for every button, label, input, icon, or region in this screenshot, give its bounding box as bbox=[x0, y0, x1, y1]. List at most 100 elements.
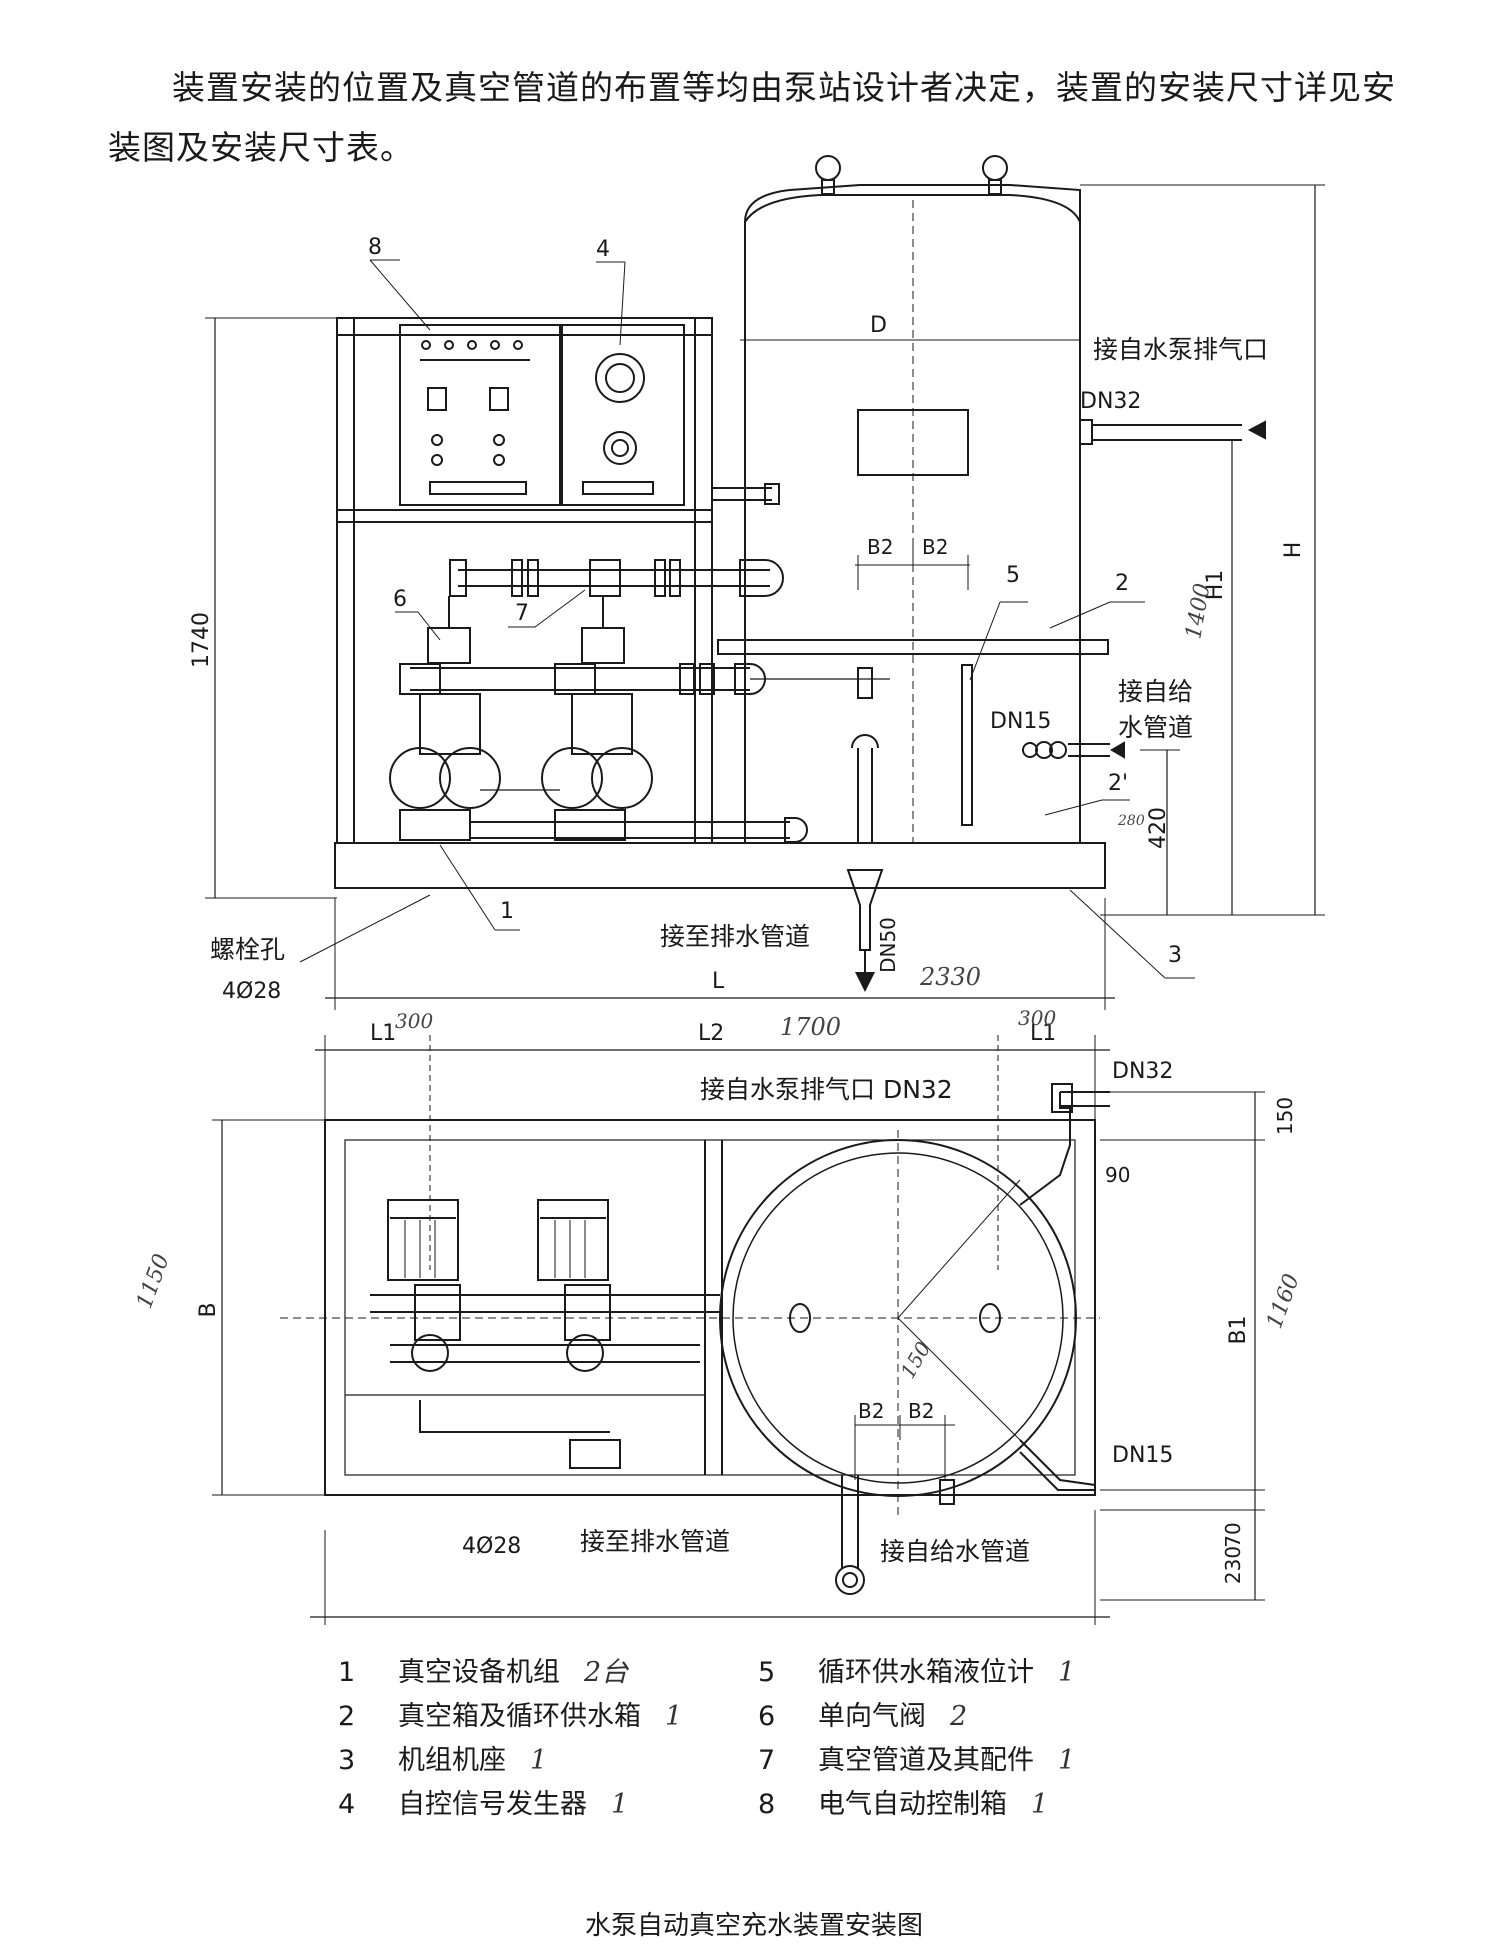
plan-pump-exhaust-label: 接自水泵排气口 DN32 bbox=[700, 1075, 953, 1104]
legend-qty: 1 bbox=[530, 1745, 548, 1776]
handwritten-300-right: 300 bbox=[1018, 1006, 1056, 1030]
dim-L: L bbox=[712, 969, 725, 994]
dn15-label: DN15 bbox=[990, 709, 1051, 734]
intro-paragraph: 装置安装的位置及真空管道的布置等均由泵站设计者决定，装置的安装尺寸详见安装图及安… bbox=[108, 68, 1396, 167]
legend-num: 4 bbox=[338, 1789, 356, 1820]
legend-item: 6 单向气阀 2 bbox=[758, 1694, 967, 1734]
legend-name: 真空管道及其配件 bbox=[818, 1745, 1034, 1776]
dim-150: 150 bbox=[1273, 1097, 1297, 1135]
dim-L1-right: L1 bbox=[1030, 1021, 1056, 1046]
dim-230: 230 bbox=[1221, 1546, 1245, 1584]
legend-item: 3 机组机座 1 bbox=[338, 1738, 547, 1778]
legend-num: 7 bbox=[758, 1745, 776, 1776]
callout-7: 7 bbox=[515, 601, 529, 626]
legend-item: 2 真空箱及循环供水箱 1 bbox=[338, 1694, 682, 1734]
dim-b2-left: B2 bbox=[867, 535, 893, 559]
legend-name: 循环供水箱液位计 bbox=[818, 1657, 1034, 1688]
plan-dim-b2-left: B2 bbox=[858, 1399, 884, 1423]
legend-qty: 1 bbox=[1058, 1745, 1076, 1776]
legend-qty: 1 bbox=[611, 1789, 629, 1820]
legend-item: 5 循环供水箱液位计 1 bbox=[758, 1650, 1075, 1690]
elevation-labels: 8 4 6 7 5 2 2' 1 3 1740 D H H1 420 L B2 … bbox=[189, 235, 1306, 1004]
dim-1740: 1740 bbox=[189, 612, 214, 668]
bolt-hole-label: 螺栓孔 bbox=[210, 935, 285, 964]
dn32-label: DN32 bbox=[1080, 389, 1141, 414]
plan-view bbox=[212, 1035, 1265, 1625]
callout-4: 4 bbox=[596, 237, 610, 262]
dim-B1: B1 bbox=[1226, 1315, 1251, 1344]
legend-name: 自控信号发生器 bbox=[398, 1789, 587, 1820]
handwritten-1150: 1150 bbox=[132, 1251, 175, 1312]
legend-item: 8 电气自动控制箱 1 bbox=[758, 1782, 1048, 1822]
elevation-view bbox=[205, 155, 1325, 1010]
pump-motor bbox=[387, 1199, 459, 1281]
callout-2-prime: 2' bbox=[1108, 771, 1128, 796]
legend-name: 机组机座 bbox=[398, 1745, 506, 1776]
legend-qty: 1 bbox=[1031, 1789, 1049, 1820]
legend-num: 5 bbox=[758, 1657, 776, 1688]
gauge-icon bbox=[595, 353, 645, 403]
dim-H1: H1 bbox=[1203, 570, 1228, 601]
legend-item: 7 真空管道及其配件 1 bbox=[758, 1738, 1075, 1778]
plan-dn15-label: DN15 bbox=[1112, 1443, 1173, 1468]
callout-3: 3 bbox=[1168, 943, 1182, 968]
legend-num: 8 bbox=[758, 1789, 776, 1820]
handwritten-1700: 1700 bbox=[780, 1013, 841, 1041]
dim-90: 90 bbox=[1105, 1163, 1130, 1187]
callout-1: 1 bbox=[500, 899, 514, 924]
drain-label: 接至排水管道 bbox=[660, 922, 810, 951]
plan-water-supply-label: 接自给水管道 bbox=[880, 1537, 1030, 1566]
plan-drain-label: 接至排水管道 bbox=[580, 1527, 730, 1556]
bolt-spec-label: 4Ø28 bbox=[222, 979, 281, 1004]
pump-motor bbox=[537, 1199, 609, 1281]
legend-qty: 1 bbox=[1058, 1657, 1076, 1688]
water-supply-label-2: 水管道 bbox=[1118, 713, 1193, 742]
legend-qty: 2台 bbox=[584, 1657, 629, 1688]
legend-item: 4 自控信号发生器 1 bbox=[338, 1782, 628, 1822]
handwritten-280: 280 bbox=[1117, 813, 1145, 829]
callout-8: 8 bbox=[368, 235, 382, 260]
signal-generator bbox=[561, 324, 685, 506]
legend-name: 真空箱及循环供水箱 bbox=[398, 1701, 641, 1732]
callout-6: 6 bbox=[393, 587, 407, 612]
dn50-label: DN50 bbox=[876, 917, 900, 973]
pump-exhaust-label: 接自水泵排气口 bbox=[1093, 335, 1268, 364]
dim-H: H bbox=[1281, 542, 1306, 559]
legend-name: 电气自动控制箱 bbox=[818, 1789, 1007, 1820]
plan-bolt-spec-label: 4Ø28 bbox=[462, 1534, 521, 1559]
vacuum-tank bbox=[717, 155, 1109, 843]
vacuum-pump-unit bbox=[541, 693, 653, 841]
dim-L1-left: L1 bbox=[370, 1021, 396, 1046]
dim-B: B bbox=[196, 1302, 221, 1317]
legend-num: 6 bbox=[758, 1701, 776, 1732]
handwritten-300-left: 300 bbox=[395, 1009, 433, 1033]
dim-L2: L2 bbox=[698, 1021, 724, 1046]
legend-num: 3 bbox=[338, 1745, 356, 1776]
plan-dn32-label: DN32 bbox=[1112, 1059, 1173, 1084]
callout-2: 2 bbox=[1115, 571, 1129, 596]
level-gauge bbox=[961, 664, 973, 826]
vacuum-pump-unit bbox=[389, 693, 501, 841]
handwritten-150: 150 bbox=[896, 1337, 936, 1382]
dim-D: D bbox=[870, 313, 887, 338]
handwritten-2330: 2330 bbox=[919, 963, 981, 991]
check-valve bbox=[581, 627, 625, 664]
figure-caption: 水泵自动真空充水装置安装图 bbox=[584, 1911, 923, 1941]
legend-name: 真空设备机组 bbox=[398, 1657, 560, 1688]
handwritten-1160: 1160 bbox=[1262, 1271, 1305, 1332]
dim-70: 70 bbox=[1221, 1522, 1245, 1547]
handwritten-1400: 1400 bbox=[1181, 582, 1215, 641]
plan-dim-b2-right: B2 bbox=[908, 1399, 934, 1423]
legend-qty: 1 bbox=[665, 1701, 683, 1732]
legend-name: 单向气阀 bbox=[818, 1701, 926, 1732]
dim-b2-right: B2 bbox=[922, 535, 948, 559]
machine-base bbox=[334, 842, 1106, 889]
callout-5: 5 bbox=[1006, 563, 1020, 588]
water-supply-label-1: 接自给 bbox=[1118, 677, 1193, 706]
legend-qty: 2 bbox=[950, 1701, 968, 1732]
dim-420: 420 bbox=[1146, 807, 1171, 849]
electric-control-box bbox=[399, 324, 561, 506]
legend-num: 2 bbox=[338, 1701, 356, 1732]
